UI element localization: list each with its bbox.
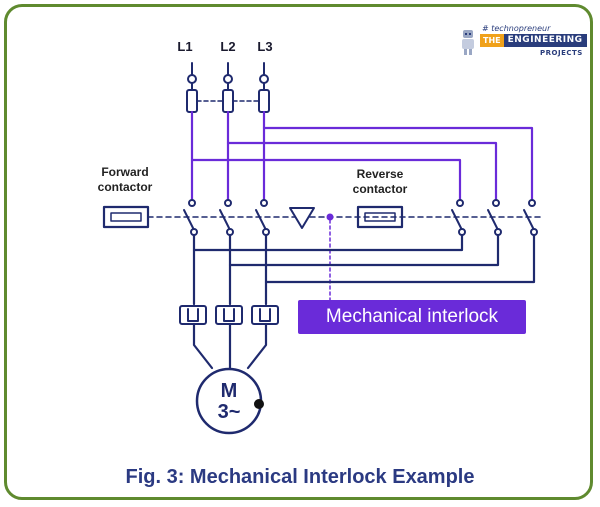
forward-label-line-1: Forward <box>101 165 148 179</box>
reverse-contacts <box>451 199 538 236</box>
reverse-label-line-2: contactor <box>353 182 408 196</box>
motor-phase: 3~ <box>218 401 241 423</box>
forward-label-line-2: contactor <box>98 180 153 194</box>
robot-icon <box>462 30 474 55</box>
interlock-junction-dot <box>326 213 334 221</box>
motor-terminal-dot <box>254 399 264 409</box>
forward-supply-wires <box>190 110 266 202</box>
logo-engineering: ENGINEERING <box>503 34 587 47</box>
logo-tagline: # technopreneur <box>482 24 551 33</box>
reverse-supply-wires <box>190 126 534 202</box>
forward-contacts <box>183 199 270 236</box>
forward-output-wires <box>192 233 268 306</box>
figure-frame <box>4 4 593 500</box>
interlock-callout: Mechanical interlock <box>298 300 526 334</box>
overload-relays <box>179 305 279 325</box>
logo-the: THE <box>480 34 504 47</box>
line-label-l1: L1 <box>177 39 192 54</box>
forward-contactor-coil <box>102 205 150 229</box>
interlock-triangle-icon <box>289 207 315 229</box>
figure-caption: Fig. 3: Mechanical Interlock Example <box>125 466 475 488</box>
line-label-l2: L2 <box>220 39 235 54</box>
reverse-output-wires <box>192 233 536 284</box>
logo-projects: PROJECTS <box>540 49 583 57</box>
motor-letter: M <box>221 380 238 402</box>
supply-terminals <box>187 74 269 84</box>
logo-wordmark: THE ENGINEERING <box>480 34 587 47</box>
reverse-label-line-1: Reverse <box>357 167 404 181</box>
brand-logo: # technopreneur THE ENGINEERING PROJECTS <box>456 24 587 60</box>
motor-feed-wires <box>192 322 268 372</box>
line-label-l3: L3 <box>257 39 272 54</box>
